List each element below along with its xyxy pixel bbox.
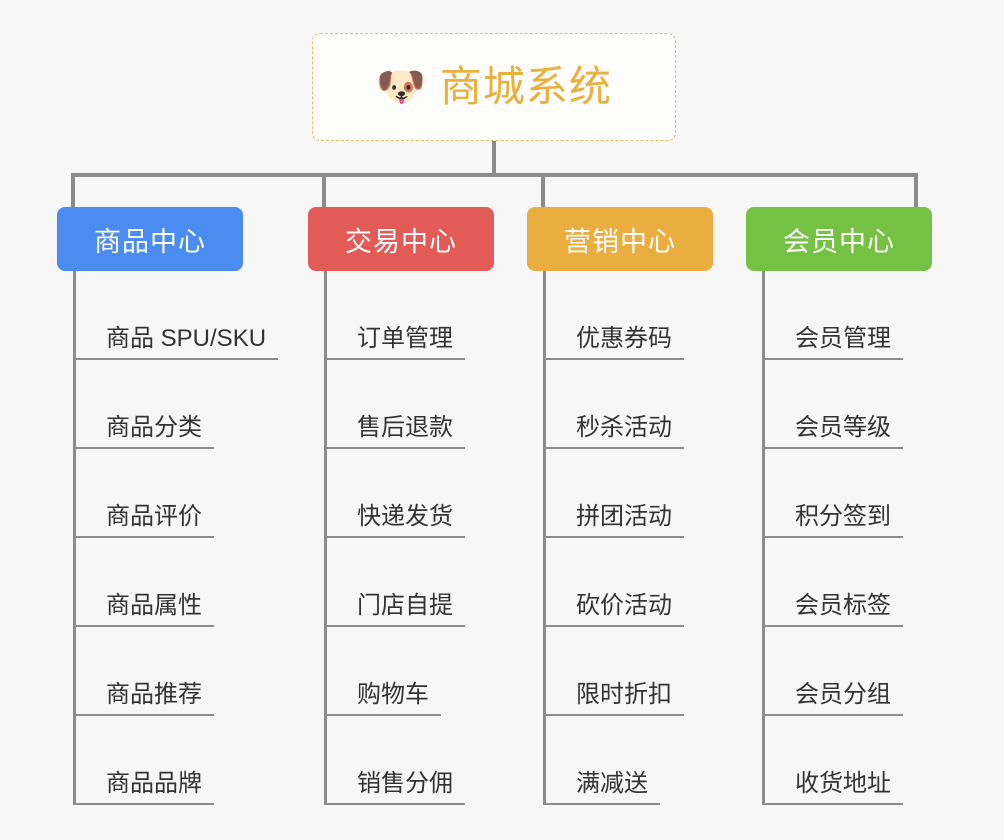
leaf-item[interactable]: 满减送 <box>546 716 684 805</box>
leaf-item[interactable]: 商品推荐 <box>76 627 278 716</box>
leaf-list-member-center: 会员管理会员等级积分签到会员标签会员分组收货地址 <box>762 271 903 805</box>
connector-drop-product-center <box>71 173 75 207</box>
connector-root-stem <box>492 141 496 177</box>
category-label: 商品中心 <box>94 226 206 257</box>
leaf-item-label: 会员分组 <box>765 681 903 716</box>
leaf-item[interactable]: 砍价活动 <box>546 538 684 627</box>
connector-bus <box>71 173 918 177</box>
leaf-item[interactable]: 拼团活动 <box>546 449 684 538</box>
leaf-item-label: 销售分佣 <box>327 770 465 805</box>
leaf-item-label: 订单管理 <box>327 325 465 360</box>
leaf-item-label: 门店自提 <box>327 592 465 627</box>
branch-member-center: 会员中心 <box>746 207 932 271</box>
root-title: 商城系统 <box>439 63 612 110</box>
leaf-item-label: 购物车 <box>327 681 441 716</box>
leaf-item[interactable]: 商品属性 <box>76 538 278 627</box>
leaf-item-label: 秒杀活动 <box>546 414 684 449</box>
category-box-marketing-center[interactable]: 营销中心 <box>527 207 713 271</box>
leaf-item[interactable]: 销售分佣 <box>327 716 465 805</box>
leaf-item[interactable]: 收货地址 <box>765 716 903 805</box>
leaf-item[interactable]: 秒杀活动 <box>546 360 684 449</box>
connector-drop-member-center <box>914 173 918 207</box>
leaf-item-label: 商品评价 <box>76 503 214 538</box>
leaf-item-label: 售后退款 <box>327 414 465 449</box>
leaf-item-label: 会员标签 <box>765 592 903 627</box>
leaf-list-trade-center: 订单管理售后退款快递发货门店自提购物车销售分佣 <box>324 271 465 805</box>
leaf-item[interactable]: 会员分组 <box>765 627 903 716</box>
leaf-item-label: 会员管理 <box>765 325 903 360</box>
branch-marketing-center: 营销中心 <box>527 207 713 271</box>
leaf-item[interactable]: 商品 SPU/SKU <box>76 271 279 360</box>
leaf-item-label: 积分签到 <box>765 503 903 538</box>
leaf-item[interactable]: 快递发货 <box>327 449 465 538</box>
category-box-product-center[interactable]: 商品中心 <box>57 207 243 271</box>
leaf-item[interactable]: 会员等级 <box>765 360 903 449</box>
category-label: 交易中心 <box>345 226 457 257</box>
category-box-member-center[interactable]: 会员中心 <box>746 207 932 271</box>
leaf-item-label: 限时折扣 <box>546 681 684 716</box>
branch-product-center: 商品中心 <box>57 207 243 271</box>
branch-trade-center: 交易中心 <box>308 207 494 271</box>
leaf-item[interactable]: 门店自提 <box>327 538 465 627</box>
leaf-item-label: 砍价活动 <box>546 592 684 627</box>
leaf-item-label: 拼团活动 <box>546 503 684 538</box>
leaf-list-marketing-center: 优惠券码秒杀活动拼团活动砍价活动限时折扣满减送 <box>543 271 684 805</box>
category-label: 营销中心 <box>564 226 676 257</box>
leaf-item[interactable]: 优惠券码 <box>546 271 684 360</box>
leaf-item[interactable]: 商品品牌 <box>76 716 278 805</box>
leaf-item-label: 商品推荐 <box>76 681 214 716</box>
leaf-item-label: 收货地址 <box>765 770 903 805</box>
root-node[interactable]: 🐶 商城系统 <box>312 33 676 141</box>
connector-drop-trade-center <box>322 173 326 207</box>
leaf-item-label: 商品 SPU/SKU <box>76 325 279 360</box>
leaf-item-label: 商品品牌 <box>76 770 214 805</box>
leaf-item[interactable]: 商品分类 <box>76 360 278 449</box>
leaf-item[interactable]: 商品评价 <box>76 449 278 538</box>
leaf-list-product-center: 商品 SPU/SKU 商品分类商品评价商品属性商品推荐商品品牌 <box>73 271 279 805</box>
leaf-item[interactable]: 会员标签 <box>765 538 903 627</box>
leaf-item[interactable]: 限时折扣 <box>546 627 684 716</box>
leaf-item[interactable]: 售后退款 <box>327 360 465 449</box>
category-box-trade-center[interactable]: 交易中心 <box>308 207 494 271</box>
leaf-item[interactable]: 会员管理 <box>765 271 903 360</box>
leaf-item[interactable]: 订单管理 <box>327 271 465 360</box>
leaf-item-label: 满减送 <box>546 770 660 805</box>
connector-drop-marketing-center <box>541 173 545 207</box>
leaf-item-label: 会员等级 <box>765 414 903 449</box>
dog-face-icon: 🐶 <box>376 65 426 109</box>
leaf-item[interactable]: 积分签到 <box>765 449 903 538</box>
leaf-item-label: 商品属性 <box>76 592 214 627</box>
leaf-item-label: 优惠券码 <box>546 325 684 360</box>
leaf-item[interactable]: 购物车 <box>327 627 465 716</box>
category-label: 会员中心 <box>783 226 895 257</box>
leaf-item-label: 商品分类 <box>76 414 214 449</box>
leaf-item-label: 快递发货 <box>327 503 465 538</box>
